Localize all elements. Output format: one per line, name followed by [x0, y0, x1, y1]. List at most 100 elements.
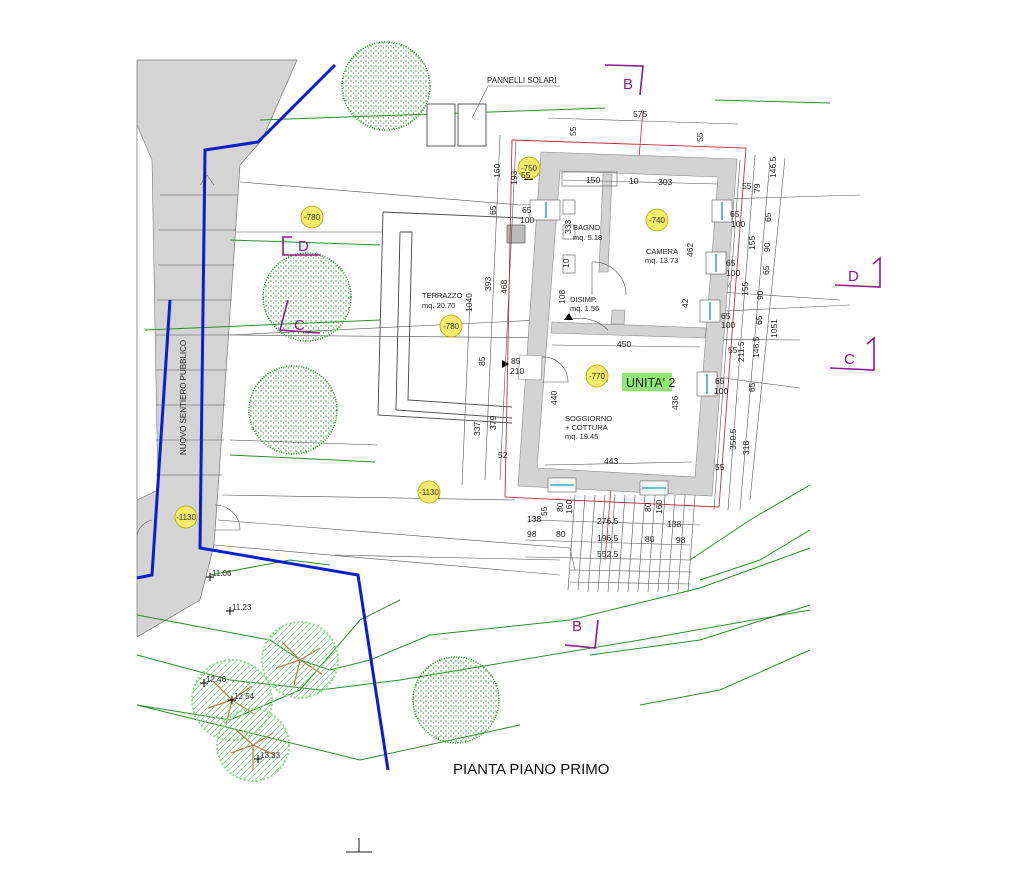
unit-label-bg: [622, 373, 672, 391]
dimension-label: 100: [520, 215, 534, 225]
dimension-label: 138: [527, 514, 541, 524]
spot-height-value: 12.46: [206, 675, 227, 684]
leafy-tree-icon: [261, 621, 339, 699]
spot-height-value: 13.33: [260, 751, 281, 760]
dimension-label: 55: [539, 506, 549, 516]
dimension-label: 65: [522, 205, 532, 215]
spot-height: 12.54: [228, 692, 255, 704]
dimension-label: 80: [556, 529, 566, 539]
elevation-marker: -780: [439, 314, 463, 338]
dimension-label: 90: [755, 290, 765, 300]
section-b-bottom: B: [572, 618, 582, 635]
dimension-label: 65: [761, 265, 771, 275]
dimension-label: 10: [629, 176, 639, 186]
dimension-label: 80: [555, 502, 565, 512]
dimension-label: 160: [654, 500, 664, 514]
section-d-left: D: [298, 238, 309, 255]
dimension-label: 80: [645, 534, 655, 544]
dimension-label: 193: [509, 171, 519, 185]
dimension-label: 1051: [769, 319, 779, 338]
spot-height-value: 11.23: [232, 603, 252, 612]
room-disimp-name: DISIMP.: [570, 295, 597, 304]
dimension-label: 333: [563, 220, 573, 234]
road-arc-2: [136, 519, 153, 536]
section-markers: B B D D C C: [278, 64, 881, 649]
elevation-marker: -780: [300, 205, 324, 229]
dimension-label: 146.5: [768, 156, 778, 178]
elevation-value: -750: [521, 164, 538, 173]
interior-floor: [536, 170, 719, 478]
north-symbol: [346, 838, 372, 853]
solar-leader: [471, 85, 560, 119]
spot-height: 12.46: [200, 675, 227, 687]
elevation-marker: -770: [585, 364, 609, 388]
dimension-lines: [461, 117, 786, 561]
dimension-label: 55: [521, 170, 531, 180]
leafy-tree-icon: [216, 708, 290, 782]
dimension-label: 85: [477, 356, 487, 366]
public-path-line: [136, 63, 390, 771]
dimension-label: 350.5: [728, 428, 738, 450]
room-terrazzo-area: mq. 20.70: [422, 301, 455, 310]
dimension-label: 55: [742, 181, 752, 191]
dimension-label: 108: [557, 290, 567, 304]
tree-icon: [412, 656, 500, 744]
room-disimp-area: mq. 1.56: [570, 304, 599, 313]
dimension-label: 150: [586, 175, 600, 185]
interior-walls: [517, 173, 707, 381]
dimension-label: 98: [676, 535, 686, 545]
dimension-label: 146.5: [751, 336, 761, 358]
tree-icon: [262, 252, 352, 342]
window-glass: [545, 202, 723, 489]
dimension-label: 65: [721, 311, 731, 321]
room-camera-name: CAMERA: [646, 247, 678, 256]
dimension-label: 196.5: [597, 533, 619, 543]
room-bagno-name: BAGNO: [573, 223, 600, 232]
dimension-label: 450: [617, 339, 631, 349]
dimension-label: 436: [670, 396, 680, 410]
dimension-label: 210: [510, 366, 524, 376]
unit-label: UNITA' 2: [626, 376, 675, 390]
tree-icon: [248, 365, 338, 455]
dimension-label: 100: [721, 320, 735, 330]
dimension-label: 65: [747, 382, 757, 392]
road-area: [136, 59, 298, 638]
dimension-label: 379: [488, 416, 498, 430]
dimension-label: 52: [498, 450, 508, 460]
dimension-label: 211.5: [736, 341, 746, 362]
dimension-label: 575: [633, 109, 647, 119]
dimension-label: 55: [715, 462, 725, 472]
dimension-label: 85: [511, 356, 521, 366]
room-soggiorno-area: mq. 19.45: [565, 432, 598, 441]
section-c-left: C: [294, 317, 305, 334]
dimension-label: 55: [568, 126, 578, 136]
section-c-right: C: [844, 351, 855, 368]
dimension-label: 55: [695, 132, 705, 142]
solar-panel: [426, 103, 456, 147]
dimension-label: 468: [499, 280, 509, 294]
spot-height: 11.06: [206, 569, 232, 581]
elevation-value: -770: [589, 372, 606, 381]
solar-panel: [457, 103, 487, 147]
dimension-label: 42: [680, 298, 690, 308]
spot-height: 11.23: [226, 603, 252, 615]
stair-grid: [567, 494, 696, 593]
dimension-label: 337: [472, 422, 482, 436]
dimension-label: 462: [685, 243, 695, 257]
room-bagno-area: mq. 5.18: [573, 233, 602, 242]
dimension-label: 100: [714, 386, 728, 396]
dimension-label: 65: [715, 376, 725, 386]
dimension-label: 65: [763, 212, 773, 222]
elevation-marker: -740: [645, 208, 669, 232]
spot-height-value: 11.06: [212, 569, 232, 578]
dimension-label: 100: [726, 268, 740, 278]
dimension-label: 80: [643, 502, 653, 512]
dimension-label: 79: [752, 183, 762, 193]
dimension-label: 100: [731, 219, 745, 229]
section-b-top: B: [623, 76, 633, 93]
tree-icon: [341, 41, 431, 131]
dimension-label: 98: [527, 529, 537, 539]
